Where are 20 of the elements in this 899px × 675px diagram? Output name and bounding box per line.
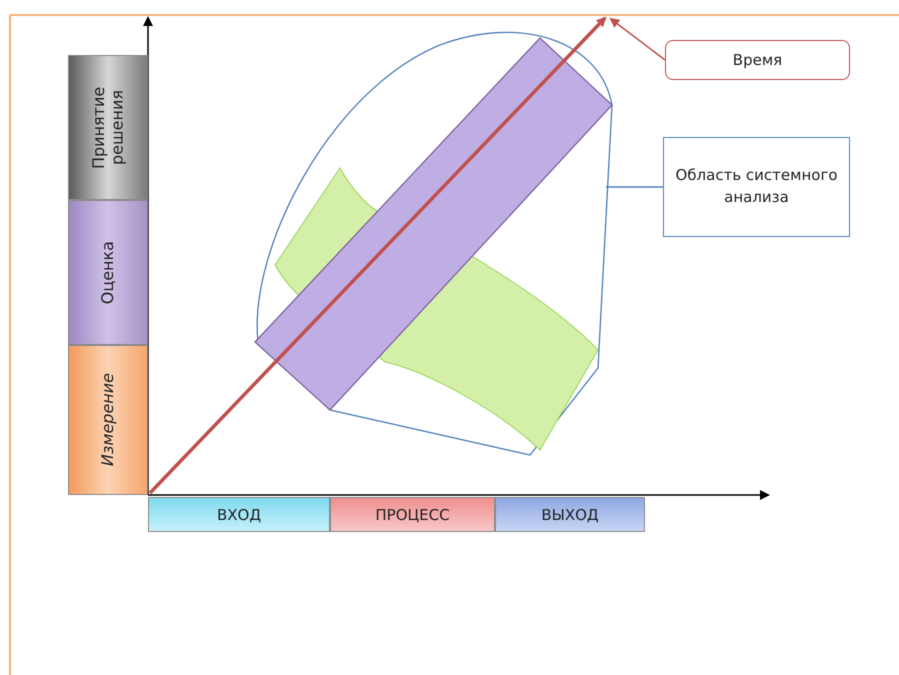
input-box	[148, 497, 330, 532]
box-label: ВХОД	[216, 506, 262, 524]
decision-box	[68, 55, 148, 200]
box-label: Область системного анализа	[674, 165, 838, 208]
evaluation-box	[68, 200, 148, 345]
time-arrow	[148, 16, 606, 494]
box-label: ПРОЦЕСС	[375, 506, 450, 524]
process-box	[330, 497, 495, 532]
system-analysis-region-drawing	[254, 32, 613, 456]
box-label: Время	[732, 51, 782, 69]
output-box	[495, 497, 645, 532]
leader-line	[606, 186, 663, 188]
callout-box	[665, 40, 850, 80]
leader-line	[609, 18, 666, 61]
box-label: Принятие решения	[90, 85, 126, 171]
measurement-box	[68, 345, 148, 495]
box-label: Измерение	[98, 373, 118, 467]
box-label: Оценка	[98, 240, 118, 304]
box-label: ВЫХОД	[541, 506, 599, 524]
callout-box	[663, 137, 850, 237]
